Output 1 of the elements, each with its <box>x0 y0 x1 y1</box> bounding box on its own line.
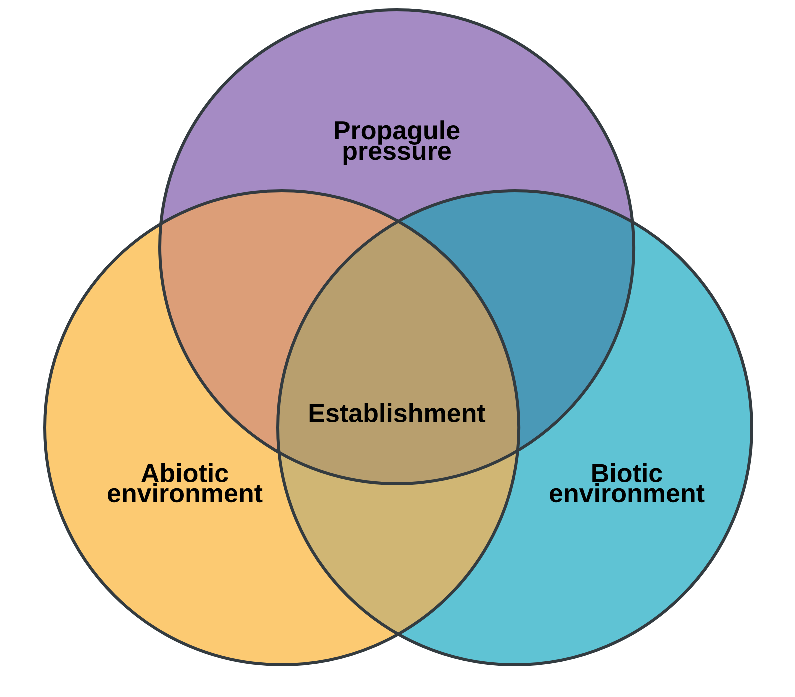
region-label: Establishment <box>310 403 486 423</box>
